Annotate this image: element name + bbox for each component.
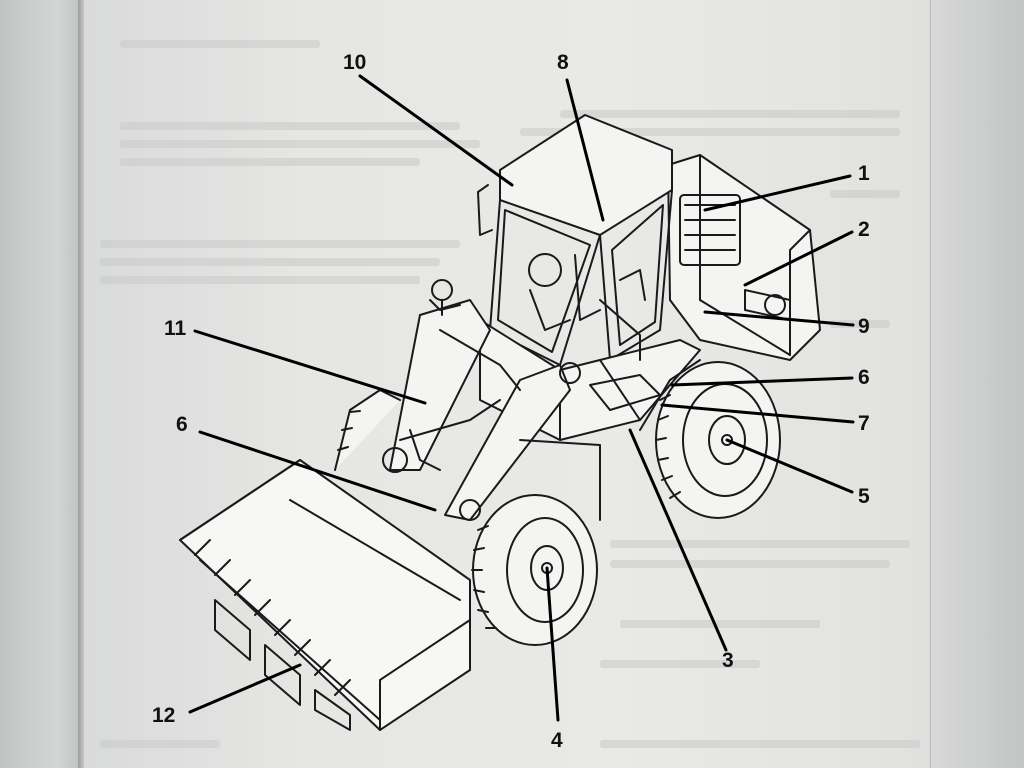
callout-6-right: 6 (858, 366, 870, 389)
rear-wheel (639, 359, 781, 519)
callout-3: 3 (722, 649, 734, 672)
callout-8: 8 (557, 51, 569, 74)
left-page (0, 0, 82, 768)
right-page-edge (930, 0, 1024, 768)
callout-5: 5 (858, 485, 870, 508)
operator-cab (477, 114, 673, 366)
callout-1: 1 (858, 162, 870, 185)
page-fold-shadow (78, 0, 84, 768)
callout-10: 10 (343, 51, 367, 74)
front-wheel (471, 439, 601, 646)
callout-7: 7 (858, 412, 870, 435)
callout-12: 12 (152, 704, 176, 727)
callout-9: 9 (858, 315, 870, 338)
headlights (431, 279, 581, 384)
bucket (179, 459, 471, 731)
callout-11: 11 (164, 317, 187, 340)
callout-leaders (188, 74, 855, 722)
callout-4: 4 (551, 729, 563, 752)
callout-2: 2 (858, 218, 870, 241)
callout-6-left: 6 (176, 413, 188, 436)
left-front-wheel (334, 389, 401, 471)
lift-arms (382, 299, 571, 521)
